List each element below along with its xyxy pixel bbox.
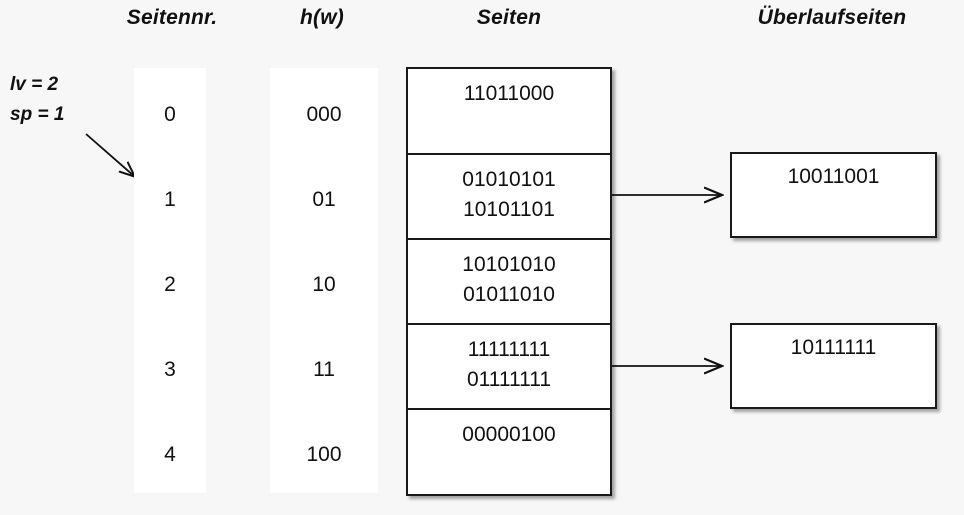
page-row: 00000100 (408, 410, 610, 494)
record-value: 01010101 (462, 168, 556, 191)
page-row: 01010101 10101101 (408, 155, 610, 240)
column-header-ueberlaufseiten: Überlaufseiten (757, 6, 907, 29)
record-value: 11011000 (463, 82, 555, 105)
record-value: 00000100 (462, 423, 556, 446)
hw-cell: 000 (306, 103, 342, 126)
sp-value: sp = 1 (10, 104, 65, 125)
record-value: 10101010 (462, 253, 556, 276)
overflow-connector-arrow-icon (612, 184, 734, 206)
page-row: 11111111 01111111 (408, 325, 610, 410)
page-row: 10101010 01011010 (408, 240, 610, 325)
hw-cell: 01 (312, 188, 336, 211)
record-value: 10101101 (463, 198, 555, 221)
lv-value: lv = 2 (10, 74, 59, 95)
seitennr-cell: 2 (164, 273, 176, 296)
overflow-record-value: 10111111 (790, 336, 877, 359)
record-value: 11111111 (467, 338, 551, 361)
hw-cell: 11 (313, 358, 335, 381)
page-row: 11011000 (408, 69, 610, 155)
pages-table: 11011000 01010101 10101101 10101010 0101… (406, 67, 612, 496)
seitennr-cell: 4 (164, 443, 176, 466)
seitennr-column: 0 1 2 3 4 (134, 68, 206, 493)
record-value: 01011010 (463, 283, 555, 306)
column-header-hw: h(w) (300, 6, 344, 29)
hw-cell: 10 (312, 273, 336, 296)
seitennr-cell: 1 (164, 188, 176, 211)
overflow-record-value: 10011001 (787, 165, 880, 188)
record-value: 01111111 (466, 368, 552, 391)
hash-value-column: 000 01 10 11 100 (270, 68, 378, 493)
seitennr-cell: 0 (164, 103, 176, 126)
column-header-seitennr: Seitennr. (126, 6, 218, 29)
overflow-connector-arrow-icon (612, 355, 734, 377)
column-header-seiten: Seiten (476, 6, 542, 29)
overflow-page-box: 10011001 (730, 152, 937, 238)
seitennr-cell: 3 (164, 358, 176, 381)
overflow-page-box: 10111111 (730, 323, 937, 409)
level-split-annotation: lv = 2 sp = 1 (10, 70, 130, 130)
hw-cell: 100 (306, 443, 342, 466)
